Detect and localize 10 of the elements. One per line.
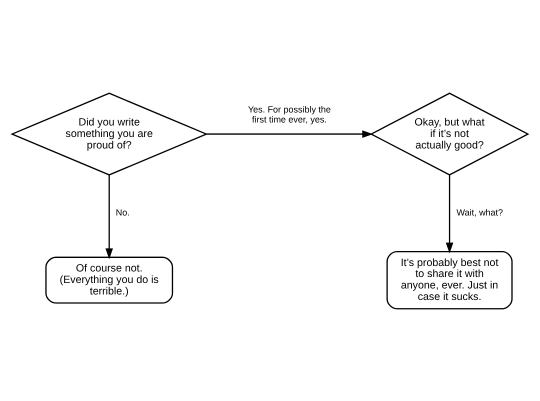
edge-label: Yes. For possibly the first time ever, yes. [248,104,331,124]
node-box: It’s probably best not to share it with anyone, ever. Just in case it sucks. [386,250,513,309]
node-diamond: Did you write something you are proud of? [10,92,208,176]
arrow [446,174,454,253]
node-box: Of course not. (Everything you do is terrible.) [45,256,174,304]
edge-label: No. [116,207,130,218]
edge-label: Wait, what? [456,207,504,218]
arrow [105,174,113,259]
arrow [206,130,374,138]
node-diamond: Okay, but what if it’s not actually good? [370,92,530,176]
